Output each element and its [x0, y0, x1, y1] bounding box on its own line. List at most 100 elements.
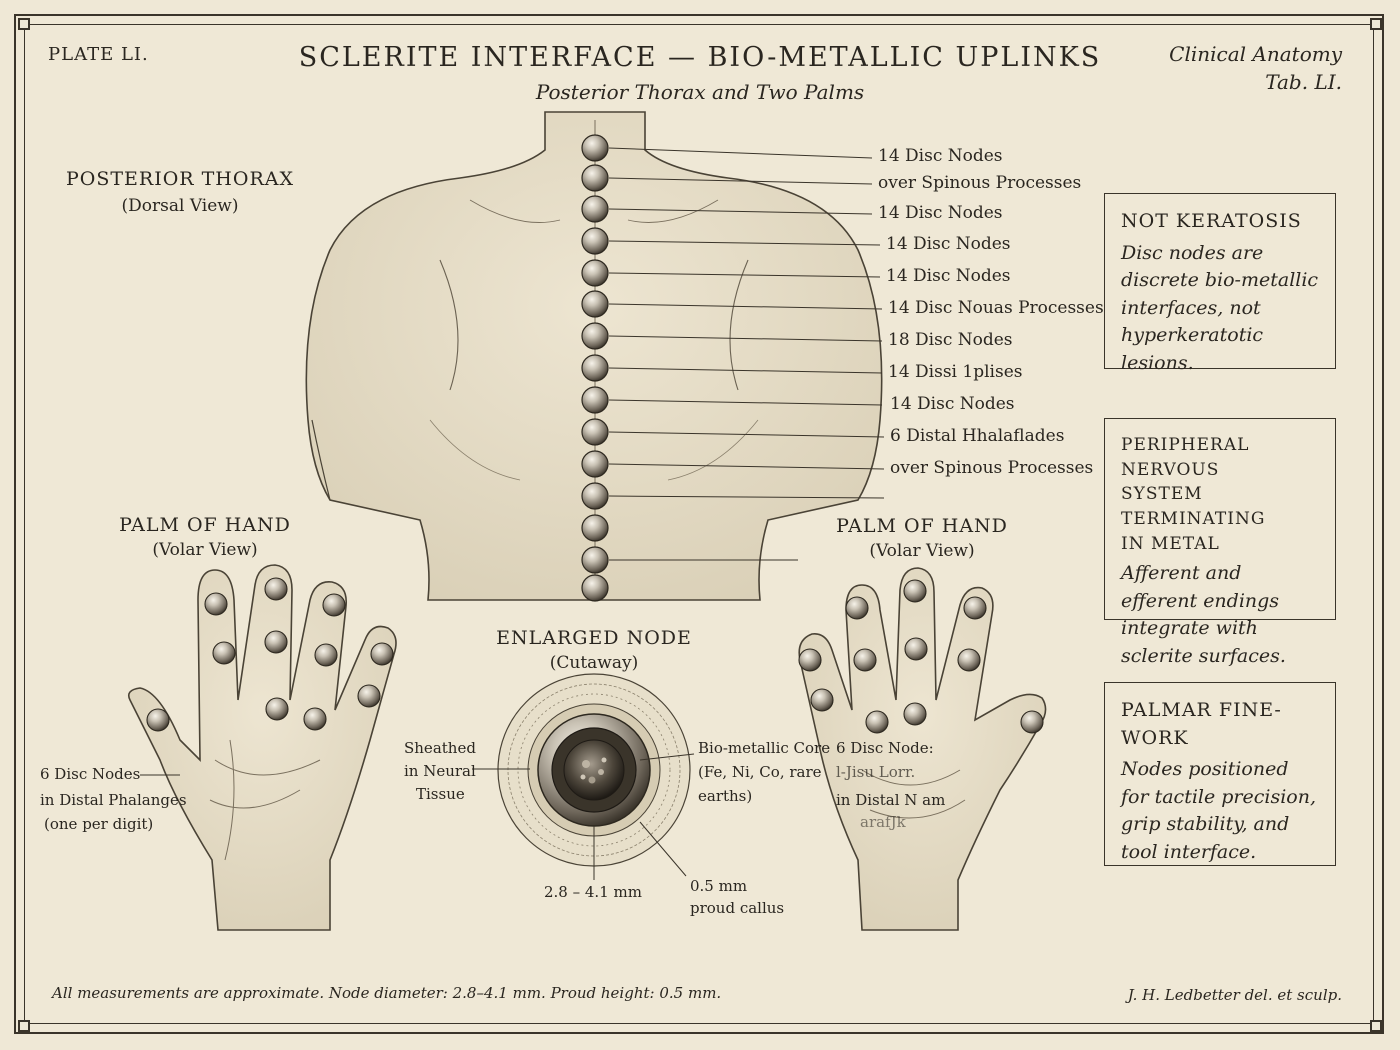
sheath-label-line2: in Neural — [404, 762, 476, 780]
palm-node — [370, 642, 394, 666]
cutaway-leader-lines — [472, 753, 695, 880]
spine-node — [581, 546, 609, 574]
thorax-label: 14 Disc Nodes — [886, 266, 1011, 286]
info-box-body: Disc nodes are discrete bio-metallic int… — [1121, 241, 1319, 374]
right-palm-subheading: (Volar View) — [869, 541, 975, 561]
thorax-leader-lines — [608, 147, 885, 561]
right-palm-callout-line4: arafJk — [860, 813, 906, 831]
spine-node — [581, 322, 609, 350]
palm-node — [264, 630, 288, 654]
info-box-peripheral-nervous-system: PERIPHERAL NERVOUS SYSTEM TERMINATING IN… — [1104, 418, 1336, 667]
corner-ornament — [18, 18, 30, 30]
sheath-label-line1: Sheathed — [404, 739, 476, 757]
footer-note: All measurements are approximate. Node d… — [52, 984, 722, 1002]
core-label-line1: Bio-metallic Core — [698, 739, 831, 757]
palm-node — [957, 648, 981, 672]
spine-node — [581, 164, 609, 192]
left-palm-callout-line1: 6 Disc Nodes — [40, 765, 141, 783]
palm-node — [314, 643, 338, 667]
spine-node — [581, 574, 609, 602]
right-palm-callout-line1: 6 Disc Node: — [836, 739, 934, 757]
core-label-line2: (Fe, Ni, Co, rare — [698, 763, 822, 781]
thorax-label: 14 Disc Nodes — [878, 146, 1003, 166]
engraver-credit: J. H. Ledbetter del. et sculp. — [1127, 986, 1342, 1004]
thorax-label: 14 Disc Nodes — [886, 234, 1011, 254]
info-box-title: PERIPHERAL NERVOUS — [1121, 435, 1250, 480]
right-palm-callout-line2: l-Jisu Lorr. — [836, 763, 916, 781]
corner-ornament — [1370, 18, 1382, 30]
thorax-label: over Spinous Processes — [890, 458, 1094, 478]
spine-node — [581, 195, 609, 223]
enlarged-node-cutaway — [497, 673, 691, 867]
spine-node — [581, 259, 609, 287]
palm-node — [357, 684, 381, 708]
thorax-label: 6 Distal Hhalaflades — [890, 426, 1065, 446]
core-label-line3: earths) — [698, 787, 753, 805]
palm-node — [963, 596, 987, 620]
spine-node — [581, 514, 609, 542]
palm-node — [853, 648, 877, 672]
left-palm-heading: PALM OF HAND — [119, 514, 291, 536]
corner-ornament — [18, 1020, 30, 1032]
spine-node — [581, 134, 609, 162]
palm-node — [865, 710, 889, 734]
palm-node — [212, 641, 236, 665]
right-hand — [798, 567, 1047, 931]
left-palm-callout-line2: in Distal Phalanges — [40, 791, 187, 809]
info-box-title: PALMAR FINE-WORK — [1121, 699, 1282, 749]
callus-label-line1: 0.5 mm — [690, 877, 748, 895]
palm-node — [903, 579, 927, 603]
diameter-label: 2.8 – 4.1 mm — [544, 883, 642, 901]
palm-node — [204, 592, 228, 616]
callus-label-line2: proud callus — [690, 899, 785, 917]
palm-node — [1020, 710, 1044, 734]
palm-node — [810, 688, 834, 712]
thorax-label: 14 Disc Nodes — [878, 203, 1003, 223]
thorax-label: 14 Dissi 1plises — [888, 362, 1023, 382]
info-box-not-keratosis: NOT KERATOSIS Disc nodes are discrete bi… — [1104, 193, 1336, 374]
info-box-body: Nodes positioned for tactile precision, … — [1121, 758, 1317, 863]
left-palm-subheading: (Volar View) — [152, 540, 258, 560]
palm-node — [903, 702, 927, 726]
spine-node — [581, 482, 609, 510]
spine-node — [581, 450, 609, 478]
spine-node — [581, 386, 609, 414]
right-palm-heading: PALM OF HAND — [836, 515, 1008, 537]
info-box-title: SYSTEM TERMINATING — [1121, 484, 1266, 529]
palm-node — [264, 577, 288, 601]
inner-border — [24, 24, 1374, 1024]
info-box-palmar-fine-work: PALMAR FINE-WORK Nodes positioned for ta… — [1104, 682, 1336, 866]
palm-node — [798, 648, 822, 672]
corner-note-line2: Tab. LI. — [1265, 70, 1342, 94]
plate-subtitle: Posterior Thorax and Two Palms — [535, 80, 865, 104]
left-hand — [127, 564, 397, 931]
thorax-label: 14 Disc Nodes — [890, 394, 1015, 414]
spine-node — [581, 418, 609, 446]
right-palm-callout-line3: in Distal N am — [836, 791, 946, 809]
info-box-body: Afferent and efferent endings integrate … — [1121, 562, 1286, 667]
outer-border — [14, 14, 1384, 1034]
palm-node — [303, 707, 327, 731]
info-box-title: NOT KERATOSIS — [1121, 210, 1302, 232]
spine-node — [581, 290, 609, 318]
node-heading: ENLARGED NODE — [496, 627, 692, 649]
thorax-heading: POSTERIOR THORAX — [65, 168, 295, 190]
palm-node — [322, 593, 346, 617]
plate-title: SCLERITE INTERFACE — BIO-METALLIC UPLINK… — [298, 42, 1102, 73]
corner-ornament — [1370, 1020, 1382, 1032]
spine-node — [581, 354, 609, 382]
spine-node — [581, 227, 609, 255]
plate-number: PLATE LI. — [48, 44, 149, 65]
spine-nodes — [581, 134, 609, 602]
palm-node — [146, 708, 170, 732]
thorax-subheading: (Dorsal View) — [121, 196, 239, 216]
palm-node — [845, 596, 869, 620]
left-palm-callout-line3: (one per digit) — [44, 815, 154, 833]
node-subheading: (Cutaway) — [549, 653, 639, 673]
thorax-label: 18 Disc Nodes — [888, 330, 1013, 350]
thorax-label: over Spinous Processes — [878, 173, 1082, 193]
thorax-label: 14 Disc Nouas Processes — [888, 298, 1104, 318]
palm-node — [265, 697, 289, 721]
